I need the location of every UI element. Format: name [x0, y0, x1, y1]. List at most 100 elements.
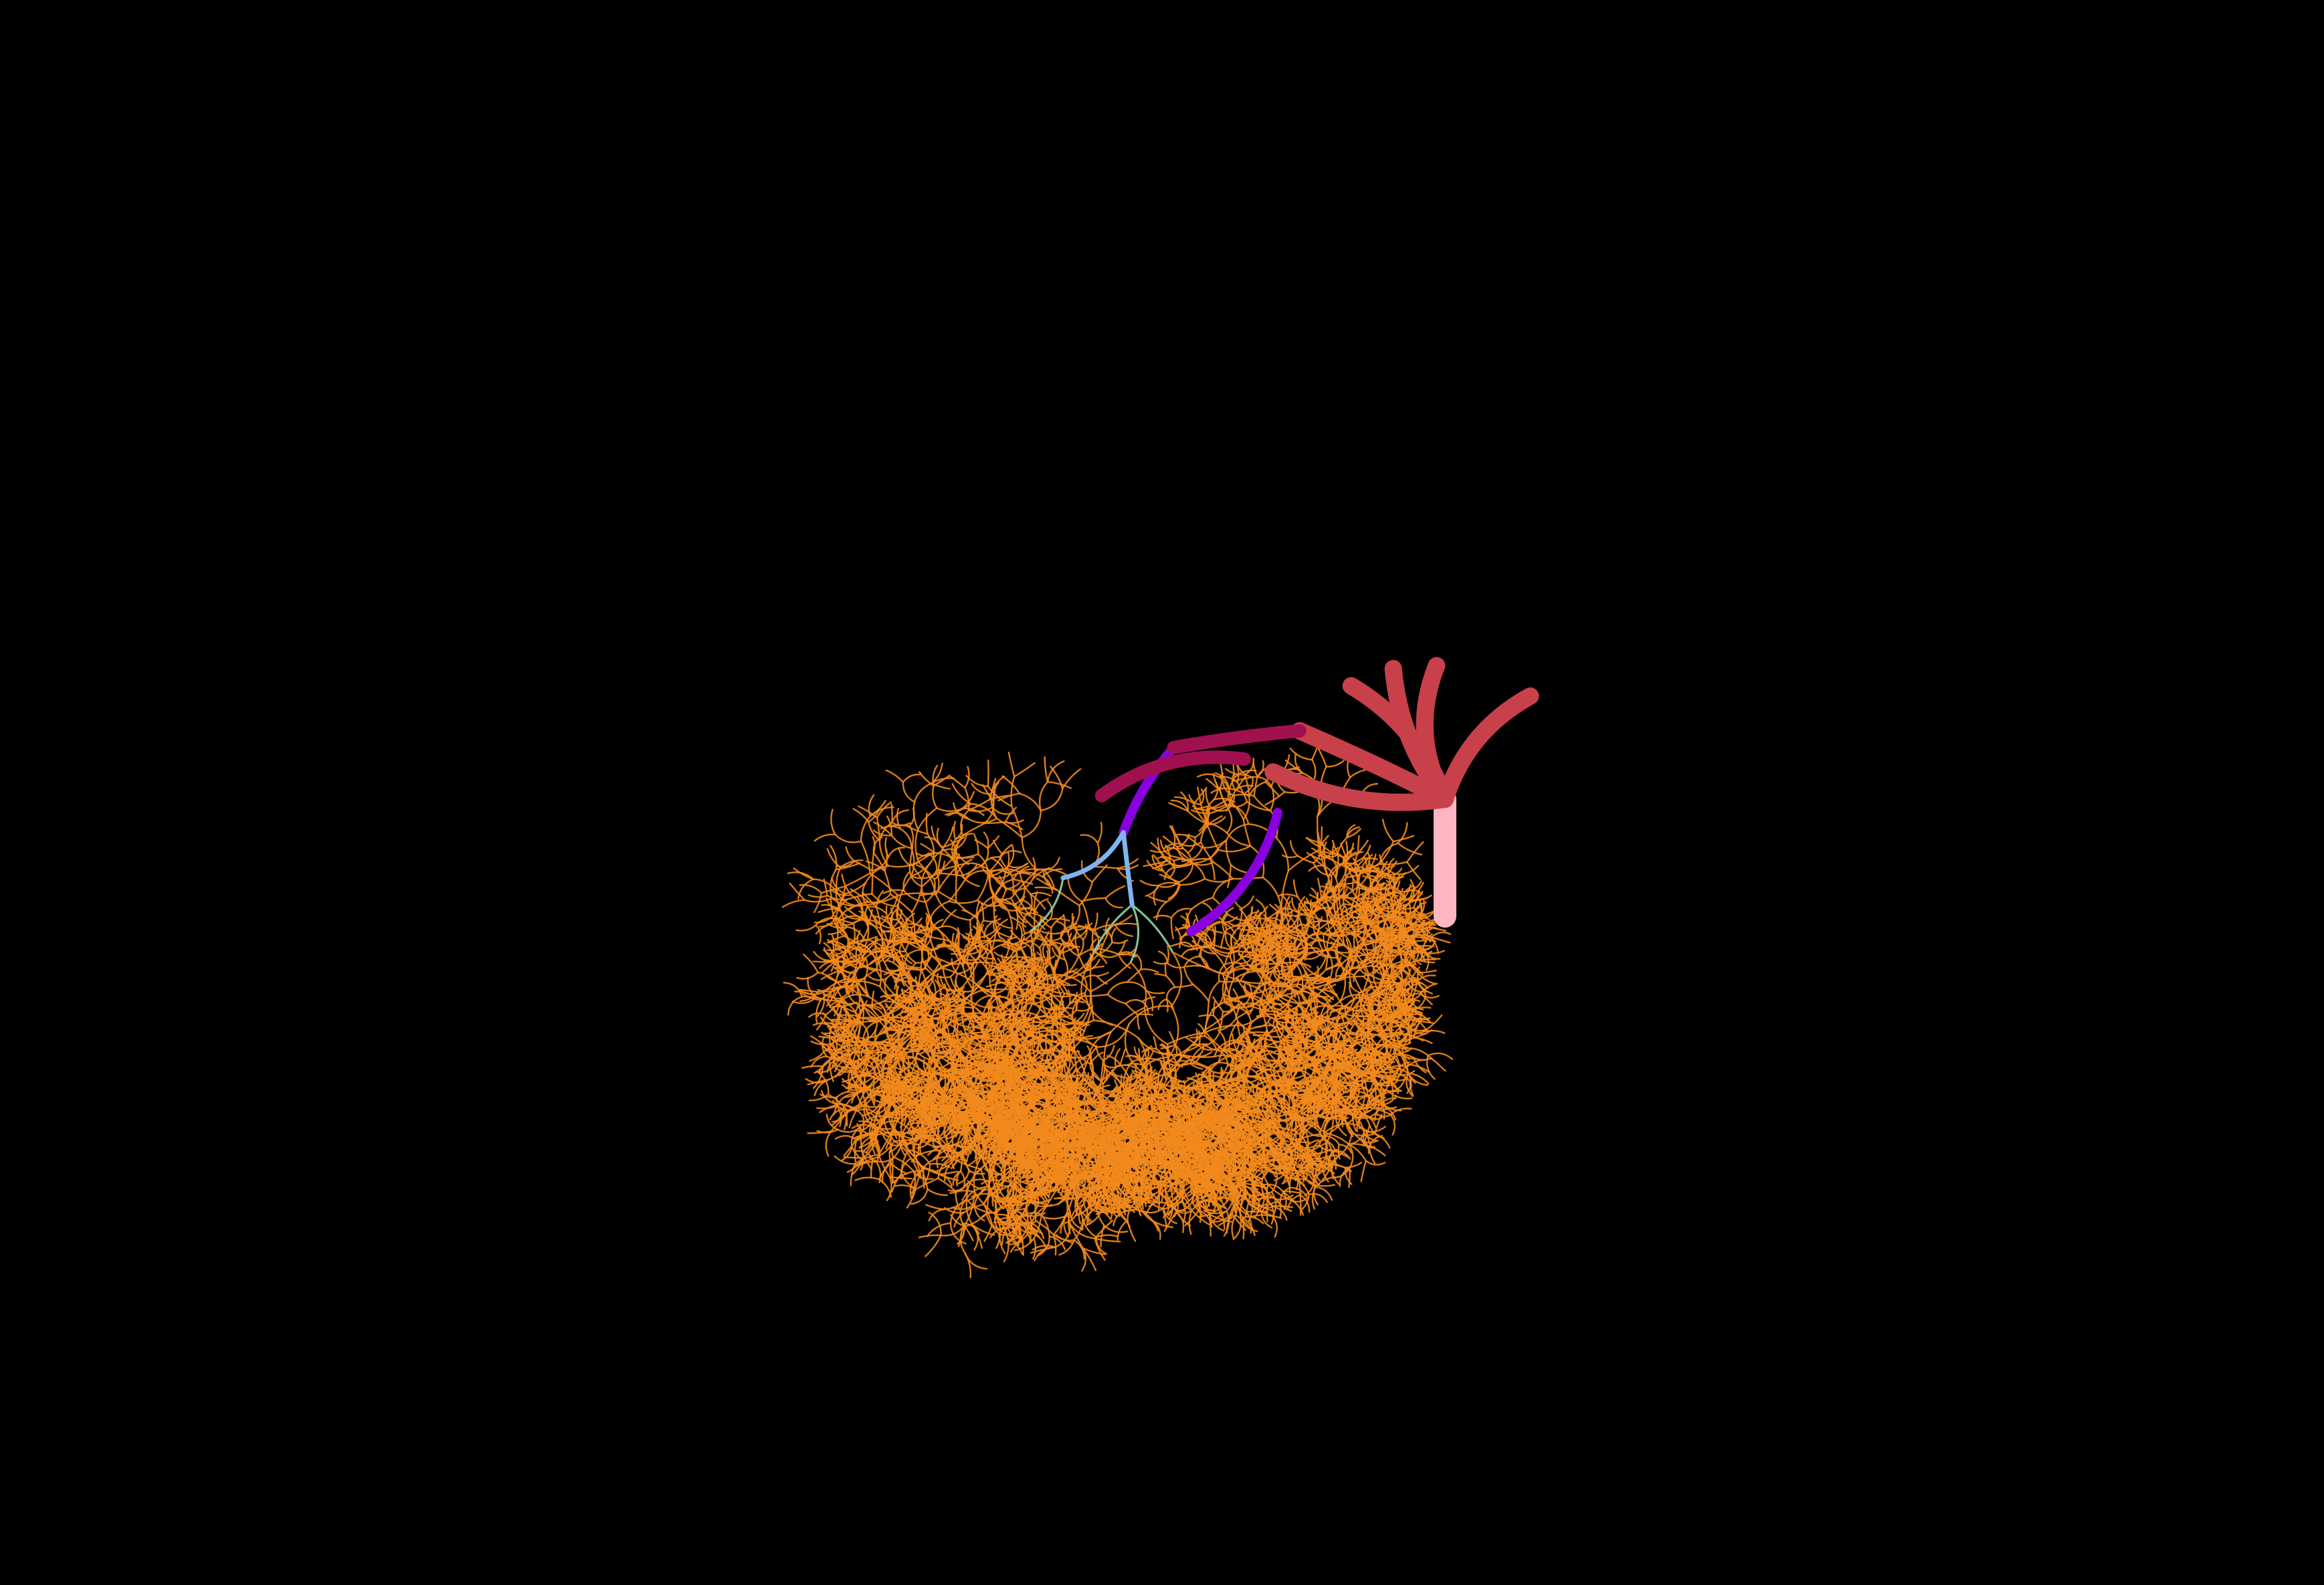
branch-level-6 — [1248, 1198, 1254, 1223]
branch-level-6 — [1333, 884, 1340, 902]
branch-level-6 — [1414, 1019, 1434, 1024]
branch-level-6 — [1357, 916, 1371, 926]
branch-level-6 — [1264, 1039, 1293, 1048]
branch-level-6 — [1323, 1057, 1331, 1075]
branch-level-6 — [1367, 938, 1383, 954]
branch-level-6 — [1260, 924, 1281, 934]
branch-level-6 — [1365, 1160, 1386, 1166]
branch-level-6 — [1157, 837, 1169, 862]
branch-level-6 — [1262, 1147, 1272, 1166]
branch-level-6 — [1333, 893, 1346, 907]
branch-level-6 — [1331, 1077, 1338, 1096]
branch-level-6 — [1389, 950, 1400, 964]
branch-level-6 — [1210, 943, 1234, 951]
branch-level-6 — [1324, 1055, 1332, 1076]
branch-level-6 — [1427, 1052, 1454, 1060]
branch-level-6 — [1323, 883, 1329, 900]
branch-level-6 — [1188, 794, 1202, 806]
branch-level-6 — [1170, 951, 1183, 1007]
branch-level-6 — [1281, 960, 1294, 981]
branch-level-6 — [1326, 977, 1346, 982]
branch-level-6 — [1345, 1032, 1378, 1037]
branch-level-6 — [1334, 1033, 1342, 1054]
branch-level-6 — [1300, 934, 1306, 950]
branch-level-6 — [1344, 1166, 1353, 1185]
branch-level-6 — [1240, 1182, 1259, 1190]
branch-level-6 — [1157, 856, 1175, 862]
branch-level-6 — [1071, 1153, 1082, 1168]
branch-level-6 — [1236, 781, 1248, 803]
branch-level-6 — [1171, 1186, 1174, 1201]
branch-level-6 — [1389, 1107, 1412, 1116]
branch-level-6 — [1360, 1160, 1367, 1182]
branch-level-6 — [1276, 1194, 1294, 1200]
branch-level-6 — [1260, 1049, 1274, 1055]
branch-level-6 — [1397, 842, 1423, 856]
branch-level-6 — [1353, 910, 1365, 924]
branch-level-6 — [1297, 896, 1306, 916]
branch-level-6 — [1375, 1070, 1390, 1087]
branch-level-6 — [1129, 961, 1147, 1009]
branch-level-6 — [1168, 1202, 1173, 1220]
branch-level-6 — [1235, 1009, 1253, 1020]
branch-level-6 — [1327, 1150, 1337, 1166]
branch-level-6 — [1342, 862, 1359, 871]
branch-level-6 — [1304, 1076, 1325, 1080]
branch-level-6 — [1323, 1132, 1350, 1145]
branch-level-6 — [1313, 913, 1321, 930]
branch-level-6 — [1173, 858, 1193, 864]
branch-level-6 — [1230, 864, 1250, 874]
branch-level-6 — [1385, 919, 1397, 948]
branch-level-6 — [1241, 895, 1254, 910]
branch-level-6 — [1203, 877, 1234, 883]
branch-level-6 — [1262, 1146, 1274, 1156]
branch-level-6 — [1199, 841, 1215, 863]
branch-level-6 — [1368, 960, 1383, 968]
branch-level-6 — [1227, 789, 1237, 811]
branch-level-6 — [1283, 1148, 1305, 1156]
branch-level-6 — [1084, 1067, 1106, 1097]
branch-level-6 — [1042, 944, 1054, 946]
branch-level-6 — [1362, 965, 1384, 978]
branch-level-6 — [1335, 1046, 1339, 1067]
branch-level-6 — [1228, 1062, 1243, 1080]
branch-level-6 — [1227, 864, 1232, 888]
branch-level-6 — [1294, 752, 1304, 774]
branch-level-6 — [1390, 915, 1393, 934]
branch-level-6 — [1179, 930, 1189, 949]
branch-level-6 — [1358, 1068, 1377, 1077]
branch-level-6 — [1376, 964, 1384, 984]
branch-level-6 — [1387, 983, 1403, 996]
branch-level-6 — [1270, 1205, 1275, 1225]
branch-level-6 — [1098, 941, 1113, 955]
branch-level-6 — [1007, 1050, 1028, 1057]
branch-level-6 — [1257, 930, 1282, 945]
branch-level-6 — [1352, 1094, 1370, 1111]
branch-level-6 — [1422, 1029, 1446, 1034]
branch-level-6 — [1410, 978, 1426, 996]
branch-level-6 — [1287, 1134, 1302, 1149]
branch-level-6 — [1290, 840, 1298, 857]
branch-level-6 — [1320, 996, 1334, 1017]
branch-level-6 — [1097, 948, 1120, 955]
branch-level-6 — [1268, 940, 1281, 955]
branch-level-6 — [1234, 1120, 1246, 1136]
branch-level-6 — [1145, 884, 1160, 897]
branch-level-6 — [1358, 996, 1373, 1005]
branch-level-6 — [1162, 835, 1179, 848]
branch-level-6 — [1333, 1028, 1339, 1045]
branch-level-6 — [1286, 924, 1302, 935]
branch-level-6 — [1349, 964, 1373, 970]
branch-level-6 — [1052, 954, 1061, 970]
branch-level-6 — [1169, 825, 1176, 849]
branch-level-6 — [1392, 879, 1396, 893]
branch-level-6 — [1255, 906, 1268, 919]
branch-level-6 — [1238, 1123, 1247, 1137]
branch-level-6 — [1076, 948, 1087, 971]
branch-level-6 — [1310, 986, 1315, 1021]
branch-level-6 — [1304, 1057, 1310, 1079]
branch-level-6 — [1393, 1053, 1415, 1059]
branch-level-6 — [1401, 885, 1414, 901]
branch-level-6 — [1248, 912, 1262, 931]
branch-level-6 — [1313, 1029, 1329, 1047]
